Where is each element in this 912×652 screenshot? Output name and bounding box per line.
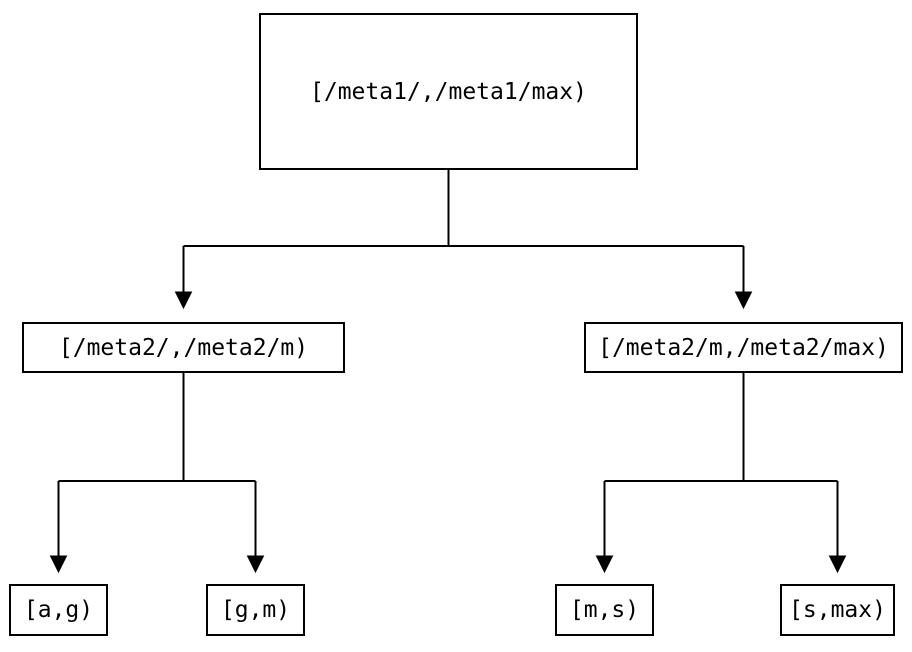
- edge-line: [182, 170, 745, 292]
- arrowhead-down-icon: [828, 555, 847, 574]
- arrowhead-down-icon: [49, 555, 68, 574]
- arrowhead-down-icon: [595, 555, 614, 574]
- edge-root-to-level2: [174, 170, 753, 310]
- edge-right-to-leaves: [595, 373, 847, 574]
- node-root-meta1-range: [/meta1/,/meta1/max): [259, 13, 638, 170]
- node-meta2-upper-range: [/meta2/m,/meta2/max): [584, 322, 903, 373]
- edge-left-to-leaves: [49, 373, 265, 574]
- arrowhead-down-icon: [174, 291, 193, 310]
- arrowhead-down-icon: [734, 291, 753, 310]
- node-leaf-g-m: [g,m): [206, 584, 305, 636]
- edge-line: [57, 373, 257, 556]
- edge-line: [603, 373, 839, 556]
- arrowhead-down-icon: [246, 555, 265, 574]
- node-leaf-s-max: [s,max): [780, 584, 895, 636]
- node-meta2-lower-range: [/meta2/,/meta2/m): [22, 322, 345, 373]
- node-leaf-m-s: [m,s): [555, 584, 654, 636]
- node-leaf-a-g: [a,g): [9, 584, 108, 636]
